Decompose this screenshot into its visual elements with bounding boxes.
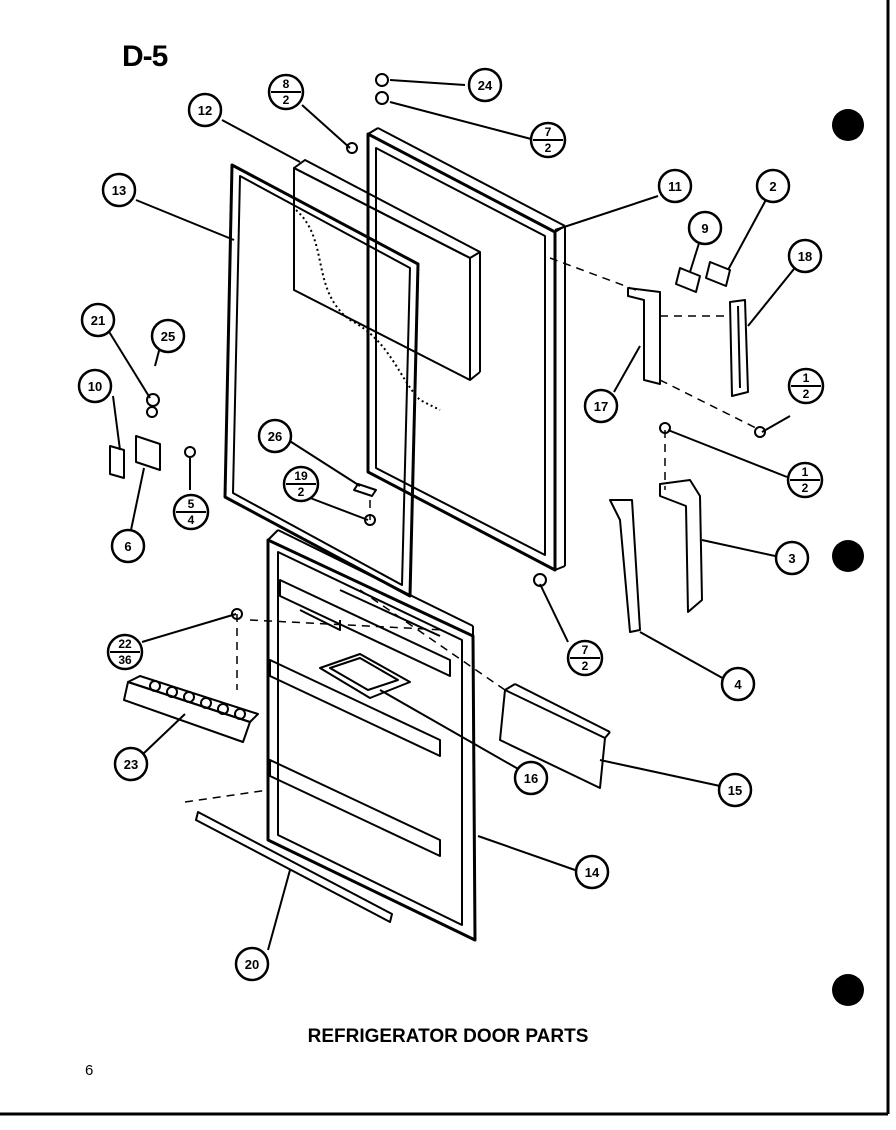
callout-11: 11 — [668, 179, 682, 194]
callout-circle-25 — [150, 318, 186, 354]
bottom-trim-strip — [195, 811, 393, 923]
fraction-8-2-top: 8 — [283, 77, 290, 91]
fraction-5-4-den: 4 — [188, 513, 195, 527]
callout-circle-15 — [717, 772, 753, 808]
fraction-19-2-den: 2 — [298, 485, 305, 499]
fraction-8-2-bottom: 2 — [283, 93, 290, 107]
lower-handle — [659, 479, 703, 613]
callout-circle-23 — [113, 746, 149, 782]
page-title: D-5 — [122, 40, 168, 73]
door-shelf-bar — [499, 683, 611, 789]
callout-24: 24 — [478, 78, 493, 93]
fraction-19-2-num: 19 — [294, 469, 308, 483]
callout-3: 3 — [788, 551, 795, 566]
callout-circle-9 — [687, 210, 723, 246]
screw — [346, 142, 358, 154]
hinge-pin — [146, 406, 158, 418]
fraction-1-2-a-num: 1 — [803, 371, 810, 385]
fraction-7-2-bottom-den: 2 — [582, 659, 589, 673]
fraction-22-36-den: 36 — [118, 653, 132, 667]
callout-12: 12 — [198, 103, 212, 118]
fraction-22-36-num: 22 — [118, 637, 132, 651]
inner-door-liner — [266, 529, 477, 942]
handle-bracket — [627, 287, 661, 385]
callout-18: 18 — [798, 249, 812, 264]
fraction-7-2-top-den: 2 — [545, 141, 552, 155]
callout-14: 14 — [585, 865, 600, 880]
hinge-washer — [146, 393, 160, 407]
diagram-caption: REFRIGERATOR DOOR PARTS — [307, 1026, 589, 1047]
butter-tray — [319, 653, 411, 699]
callout-4: 4 — [734, 677, 742, 692]
callout-circle-3 — [774, 540, 810, 576]
hinge-bracket — [135, 435, 161, 471]
callout-circle-21 — [80, 302, 116, 338]
lower-handle-cap — [609, 499, 641, 633]
hinge-shim — [109, 445, 125, 479]
callout-circle-6 — [110, 528, 146, 564]
callout-26: 26 — [268, 429, 282, 444]
callout-circle-18 — [787, 238, 823, 274]
callout-9: 9 — [701, 221, 708, 236]
binder-hole-middle — [832, 540, 864, 572]
door-insulation-block — [293, 159, 481, 411]
door-gasket — [223, 163, 420, 598]
callout-25: 25 — [161, 329, 175, 344]
trim-plate-9 — [675, 267, 701, 293]
callout-6: 6 — [124, 539, 131, 554]
plug — [375, 73, 389, 87]
binder-hole-top — [832, 109, 864, 141]
callout-circle-2 — [755, 168, 791, 204]
callout-circle-4 — [720, 666, 756, 702]
binder-hole-bottom — [832, 974, 864, 1006]
callout-2: 2 — [769, 179, 776, 194]
callout-21: 21 — [91, 313, 105, 328]
outer-door-panel — [366, 127, 566, 572]
callout-circle-24 — [467, 67, 503, 103]
callout-circle-13 — [101, 172, 137, 208]
callout-16: 16 — [524, 771, 538, 786]
screw — [754, 426, 766, 438]
callout-20: 20 — [245, 957, 259, 972]
callout-circle-26 — [257, 418, 293, 454]
callout-17: 17 — [594, 399, 608, 414]
callout-15: 15 — [728, 783, 742, 798]
page-number: 6 — [85, 1062, 94, 1079]
callout-circle-11 — [657, 168, 693, 204]
trim-plate-2 — [705, 261, 731, 287]
callout-circle-14 — [574, 854, 610, 890]
fraction-7-2-top-num: 7 — [545, 125, 552, 139]
fraction-1-2-b-den: 2 — [802, 481, 809, 495]
fraction-5-4-num: 5 — [188, 497, 195, 511]
fraction-1-2-a-den: 2 — [803, 387, 810, 401]
callout-13: 13 — [112, 183, 126, 198]
callout-circle-10 — [77, 368, 113, 404]
callout-circle-20 — [234, 946, 270, 982]
fraction-7-2-bottom-num: 7 — [582, 643, 589, 657]
alignment-lines — [184, 257, 761, 803]
handle — [729, 299, 749, 397]
egg-tray — [123, 675, 259, 743]
callout-23: 23 — [124, 757, 138, 772]
callout-10: 10 — [88, 379, 102, 394]
callout-circle-17 — [583, 388, 619, 424]
hinge-screw — [184, 446, 196, 458]
fraction-1-2-b-num: 1 — [802, 465, 809, 479]
callout-circle-12 — [187, 92, 223, 128]
plug — [375, 91, 389, 105]
clip-26 — [353, 483, 377, 497]
leader-lines — [107, 79, 799, 951]
callout-circle-16 — [513, 760, 549, 796]
